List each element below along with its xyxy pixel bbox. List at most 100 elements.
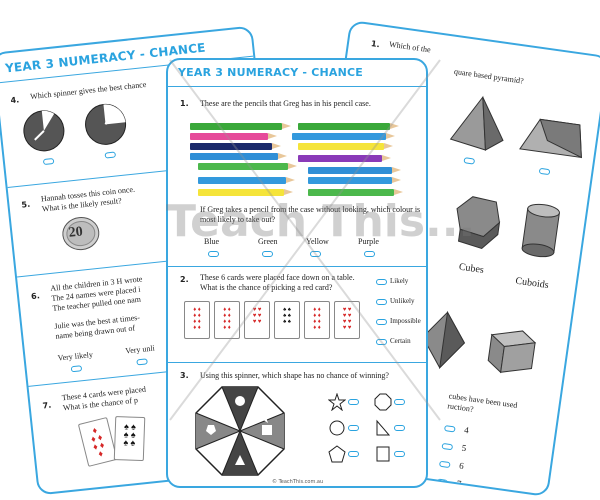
q2-bubble-impossible[interactable] [376,319,387,325]
center-q2-text-2: What is the chance of picking a red card… [200,283,333,292]
right-count-bubble-1[interactable] [443,425,456,433]
pencil-blue-3 [292,133,395,140]
center-footer: © TeachThis.com.au [272,479,324,485]
octahedron-shape [422,310,466,370]
right-q1-text-2: quare based pyramid? [453,66,525,86]
q1-bubble-green[interactable] [262,251,273,257]
q3-bubble-pentagon[interactable] [348,451,359,457]
pencil-green-2 [198,163,297,170]
q2-option-impossible: Impossible [390,317,421,325]
pencil-blue-4 [308,167,401,174]
right-q1-bubble-1[interactable] [463,157,476,165]
q2-card-1: ♦ ♦♦ ♦♦ ♦♦ ♦ [184,301,210,339]
q6-answer-bubble-1[interactable] [70,365,83,373]
right-count-option-4: 7 [456,478,462,489]
q4-number: 4. [10,95,20,106]
q3-bubble-star[interactable] [348,399,359,405]
q2-bubble-unlikely[interactable] [376,299,387,305]
q2-card-2: ♦ ♦♦ ♦♦ ♦♦ ♦ [214,301,240,339]
right-q1-bubble-2[interactable] [538,167,551,176]
q1-option-yellow: Yellow [306,237,329,246]
q3-bubble-square[interactable] [394,451,405,457]
spinner-b [85,103,127,145]
center-q2-number: 2. [180,275,189,284]
octagon-shape-option [374,393,392,411]
pencil-yellow-2 [298,143,393,150]
pencil-blue-1 [190,153,287,160]
q3-bubble-triangle[interactable] [394,425,405,431]
q2-option-unlikely: Unlikely [390,297,415,305]
right-count-option-3: 6 [458,460,465,472]
q6-answer-bubble-2[interactable] [136,358,148,366]
left-q4-section: 4. Which spinner gives the best chance [0,55,265,187]
circle-shape-option [329,420,345,436]
q2-bubble-likely[interactable] [376,279,387,285]
q1-bubble-blue[interactable] [208,251,219,257]
cylinder-shape [521,203,560,258]
pentagon-shape-option [328,445,346,463]
center-q2-text-1: These 6 cards were placed face down on a… [200,273,355,282]
center-q1-text-3: most likely to take out? [200,215,276,224]
left-worksheet: YEAR 3 NUMERACY - CHANCE 4. Which spinne… [0,25,299,496]
q2-bubble-certain[interactable] [376,339,387,345]
coin-image [62,217,100,251]
pyramid-shape [449,95,504,151]
center-q1-section: 1. These are the pencils that Greg has i… [168,86,426,266]
pencil-yellow-1 [198,189,293,196]
q4-text: Which spinner gives the best chance [29,79,147,102]
right-count-option-1: 4 [463,424,470,436]
octagon-spinner [195,386,285,476]
q5-number: 5. [21,199,31,210]
q4-answer-bubble-b[interactable] [104,151,117,159]
q6-option-2: Very unli [124,343,156,356]
pencil-green-4 [308,189,403,196]
cuboids-label: Cuboids [514,275,550,292]
square-shape-option [376,446,390,462]
q6-number: 6. [30,291,41,302]
coin-value: 20 [67,224,84,241]
hexagonal-prism-shape [456,196,501,250]
pencil-blue-5 [308,177,401,184]
q2-option-likely: Likely [390,277,409,285]
pencil-pink [190,133,277,140]
q2-card-3: ♥ ♥♥ ♥♥ ♥ [244,301,270,339]
right-count-bubble-2[interactable] [441,442,454,451]
cube-shape [487,330,537,374]
right-count-bubble-4[interactable] [436,478,449,486]
q3-bubble-octagon[interactable] [394,399,405,405]
center-worksheet: YEAR 3 NUMERACY - CHANCE 1. These are th… [166,58,428,488]
center-q2-section: 2. These 6 cards were placed face down o… [168,266,426,362]
q1-bubble-purple[interactable] [364,251,375,257]
q2-option-certain: Certain [390,337,411,345]
prism-shape [519,118,582,159]
center-q3-text: Using this spinner, which shape has no c… [200,371,389,380]
q2-card-4: ♠ ♠♠ ♠♠ ♠ [274,301,300,339]
pencil-blue-2 [198,177,295,184]
pencil-green [190,123,291,130]
q2-card-5: ♦ ♦♦ ♦♦ ♦♦ ♦ [304,301,330,339]
pencil-purple [298,155,391,162]
q4-answer-bubble-a[interactable] [42,157,55,166]
q1-option-purple: Purple [358,237,379,246]
star-shape-option [328,393,346,411]
center-q3-number: 3. [180,371,189,380]
right-q1-text-1: Which of the [388,39,432,55]
right-count-bubble-3[interactable] [438,460,451,469]
pencil-navy [190,143,281,150]
triangle-shape-option [376,419,391,436]
q7-number: 7. [42,400,52,411]
left-q5-section: 5. Hannah tosses this coin once. What is… [7,159,274,277]
q3-bubble-circle[interactable] [348,425,359,431]
pencil-green-3 [298,123,399,130]
spinner-a [23,110,65,152]
right-worksheet-title: YEAR 3 NUMERACY - SHAPE [375,20,566,40]
q7-card-1: ♦♦ ♦♦ ♦♦ [77,416,118,467]
q1-option-blue: Blue [204,237,220,246]
right-count-option-2: 5 [461,442,467,454]
center-q1-number: 1. [180,99,189,108]
q1-bubble-yellow[interactable] [310,251,321,257]
right-worksheet: YEAR 3 NUMERACY - SHAPE 1. Which of the … [288,19,600,498]
q1-option-green: Green [258,237,278,246]
q7-card-2: ♠ ♠♠ ♠♠ ♠ [113,416,146,462]
watermark-text: Teach This... [166,196,476,247]
